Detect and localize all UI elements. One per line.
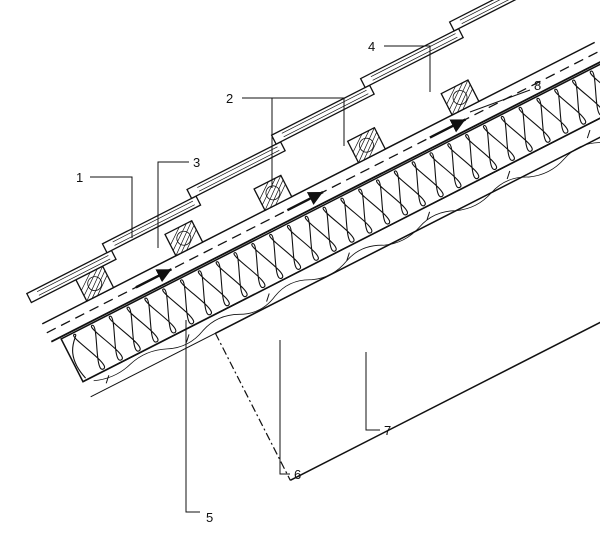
ventilation-gap — [41, 41, 600, 343]
airflow-arrow — [135, 268, 173, 289]
airflow-arrow — [429, 118, 467, 139]
callout-label-7: 7 — [384, 423, 391, 438]
insulation-layer — [60, 60, 600, 383]
callout-label-8: 8 — [534, 78, 541, 93]
leader-4 — [384, 45, 431, 92]
roof-assembly — [25, 0, 600, 481]
callout-label-6: 6 — [294, 467, 301, 482]
roof-tiles — [25, 0, 554, 304]
callouts — [90, 45, 531, 513]
leader-6 — [279, 340, 290, 475]
leader-7 — [365, 352, 380, 431]
leader-3 — [157, 161, 189, 248]
battens — [75, 79, 480, 303]
callout-labels: 1 2 3 4 5 6 7 8 — [76, 39, 541, 525]
leader-5 — [185, 320, 200, 513]
callout-label-4: 4 — [368, 39, 375, 54]
callout-label-1: 1 — [76, 170, 83, 185]
callout-label-5: 5 — [206, 510, 213, 525]
leader-2 — [242, 97, 345, 146]
leader-1 — [90, 176, 133, 238]
callout-label-2: 2 — [226, 91, 233, 106]
rafter-layer — [82, 104, 600, 398]
leader-8 — [469, 89, 531, 113]
airflow-arrow — [286, 190, 324, 212]
callout-label-3: 3 — [193, 155, 200, 170]
